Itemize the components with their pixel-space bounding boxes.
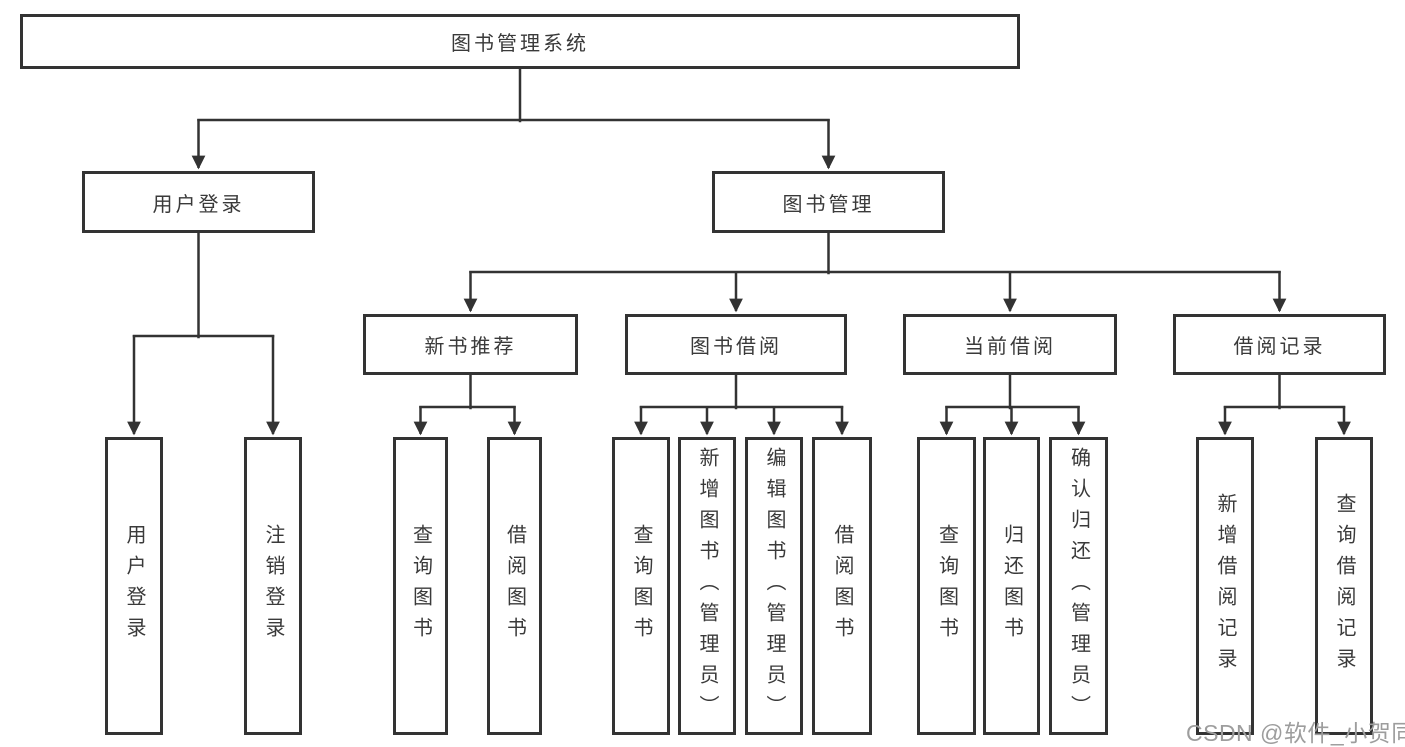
node-book-management: 图书管理 xyxy=(712,171,945,233)
node-label: 新增借阅记录 xyxy=(1214,493,1236,679)
node-logout: 注销登录 xyxy=(244,437,302,735)
node-edit-books-admin: 编辑图书（管理员） xyxy=(745,437,803,735)
node-add-borrow-record: 新增借阅记录 xyxy=(1196,437,1254,735)
node-return-books: 归还图书 xyxy=(983,437,1040,735)
node-label: 图书借阅 xyxy=(690,336,782,358)
node-label: 当前借阅 xyxy=(964,336,1056,358)
node-label: 新书推荐 xyxy=(424,336,517,358)
node-label: 注销登录 xyxy=(262,524,284,648)
node-borrowing-records: 借阅记录 xyxy=(1173,314,1386,375)
node-add-books-admin: 新增图书（管理员） xyxy=(678,437,736,735)
node-label: 图书管理 xyxy=(782,193,875,216)
node-label: 归还图书 xyxy=(1000,524,1023,648)
node-recommend-borrow-books: 借阅图书 xyxy=(487,437,542,735)
node-borrowing-query-books: 查询图书 xyxy=(612,437,670,735)
node-label: 用户登录 xyxy=(123,524,145,648)
node-label: 借阅记录 xyxy=(1233,336,1326,358)
node-current-borrowing: 当前借阅 xyxy=(903,314,1117,375)
node-label: 编辑图书（管理员） xyxy=(763,446,785,726)
node-label: 查询图书 xyxy=(935,524,958,648)
node-label: 确认归还（管理员） xyxy=(1067,446,1090,726)
node-label: 借阅图书 xyxy=(503,524,526,648)
node-label: 新增图书（管理员） xyxy=(696,446,718,726)
node-borrowing-borrow-books: 借阅图书 xyxy=(812,437,872,735)
node-label: 用户登录 xyxy=(152,193,245,216)
node-new-book-recommend: 新书推荐 xyxy=(363,314,578,375)
node-user-login-branch: 用户登录 xyxy=(82,171,315,233)
node-book-borrowing: 图书借阅 xyxy=(625,314,847,375)
node-label: 借阅图书 xyxy=(831,524,853,648)
node-label: 查询图书 xyxy=(630,524,652,648)
node-current-query-books: 查询图书 xyxy=(917,437,976,735)
node-label: 查询图书 xyxy=(409,524,432,648)
node-recommend-query-books: 查询图书 xyxy=(393,437,448,735)
node-label: 查询借阅记录 xyxy=(1333,493,1355,679)
node-query-borrow-record: 查询借阅记录 xyxy=(1315,437,1373,735)
node-label: 图书管理系统 xyxy=(451,33,589,55)
node-user-login: 用户登录 xyxy=(105,437,163,735)
node-library-management-system: 图书管理系统 xyxy=(20,14,1020,69)
node-confirm-return-admin: 确认归还（管理员） xyxy=(1049,437,1108,735)
csdn-watermark: CSDN @软件_小贺同学 xyxy=(1186,720,1405,746)
